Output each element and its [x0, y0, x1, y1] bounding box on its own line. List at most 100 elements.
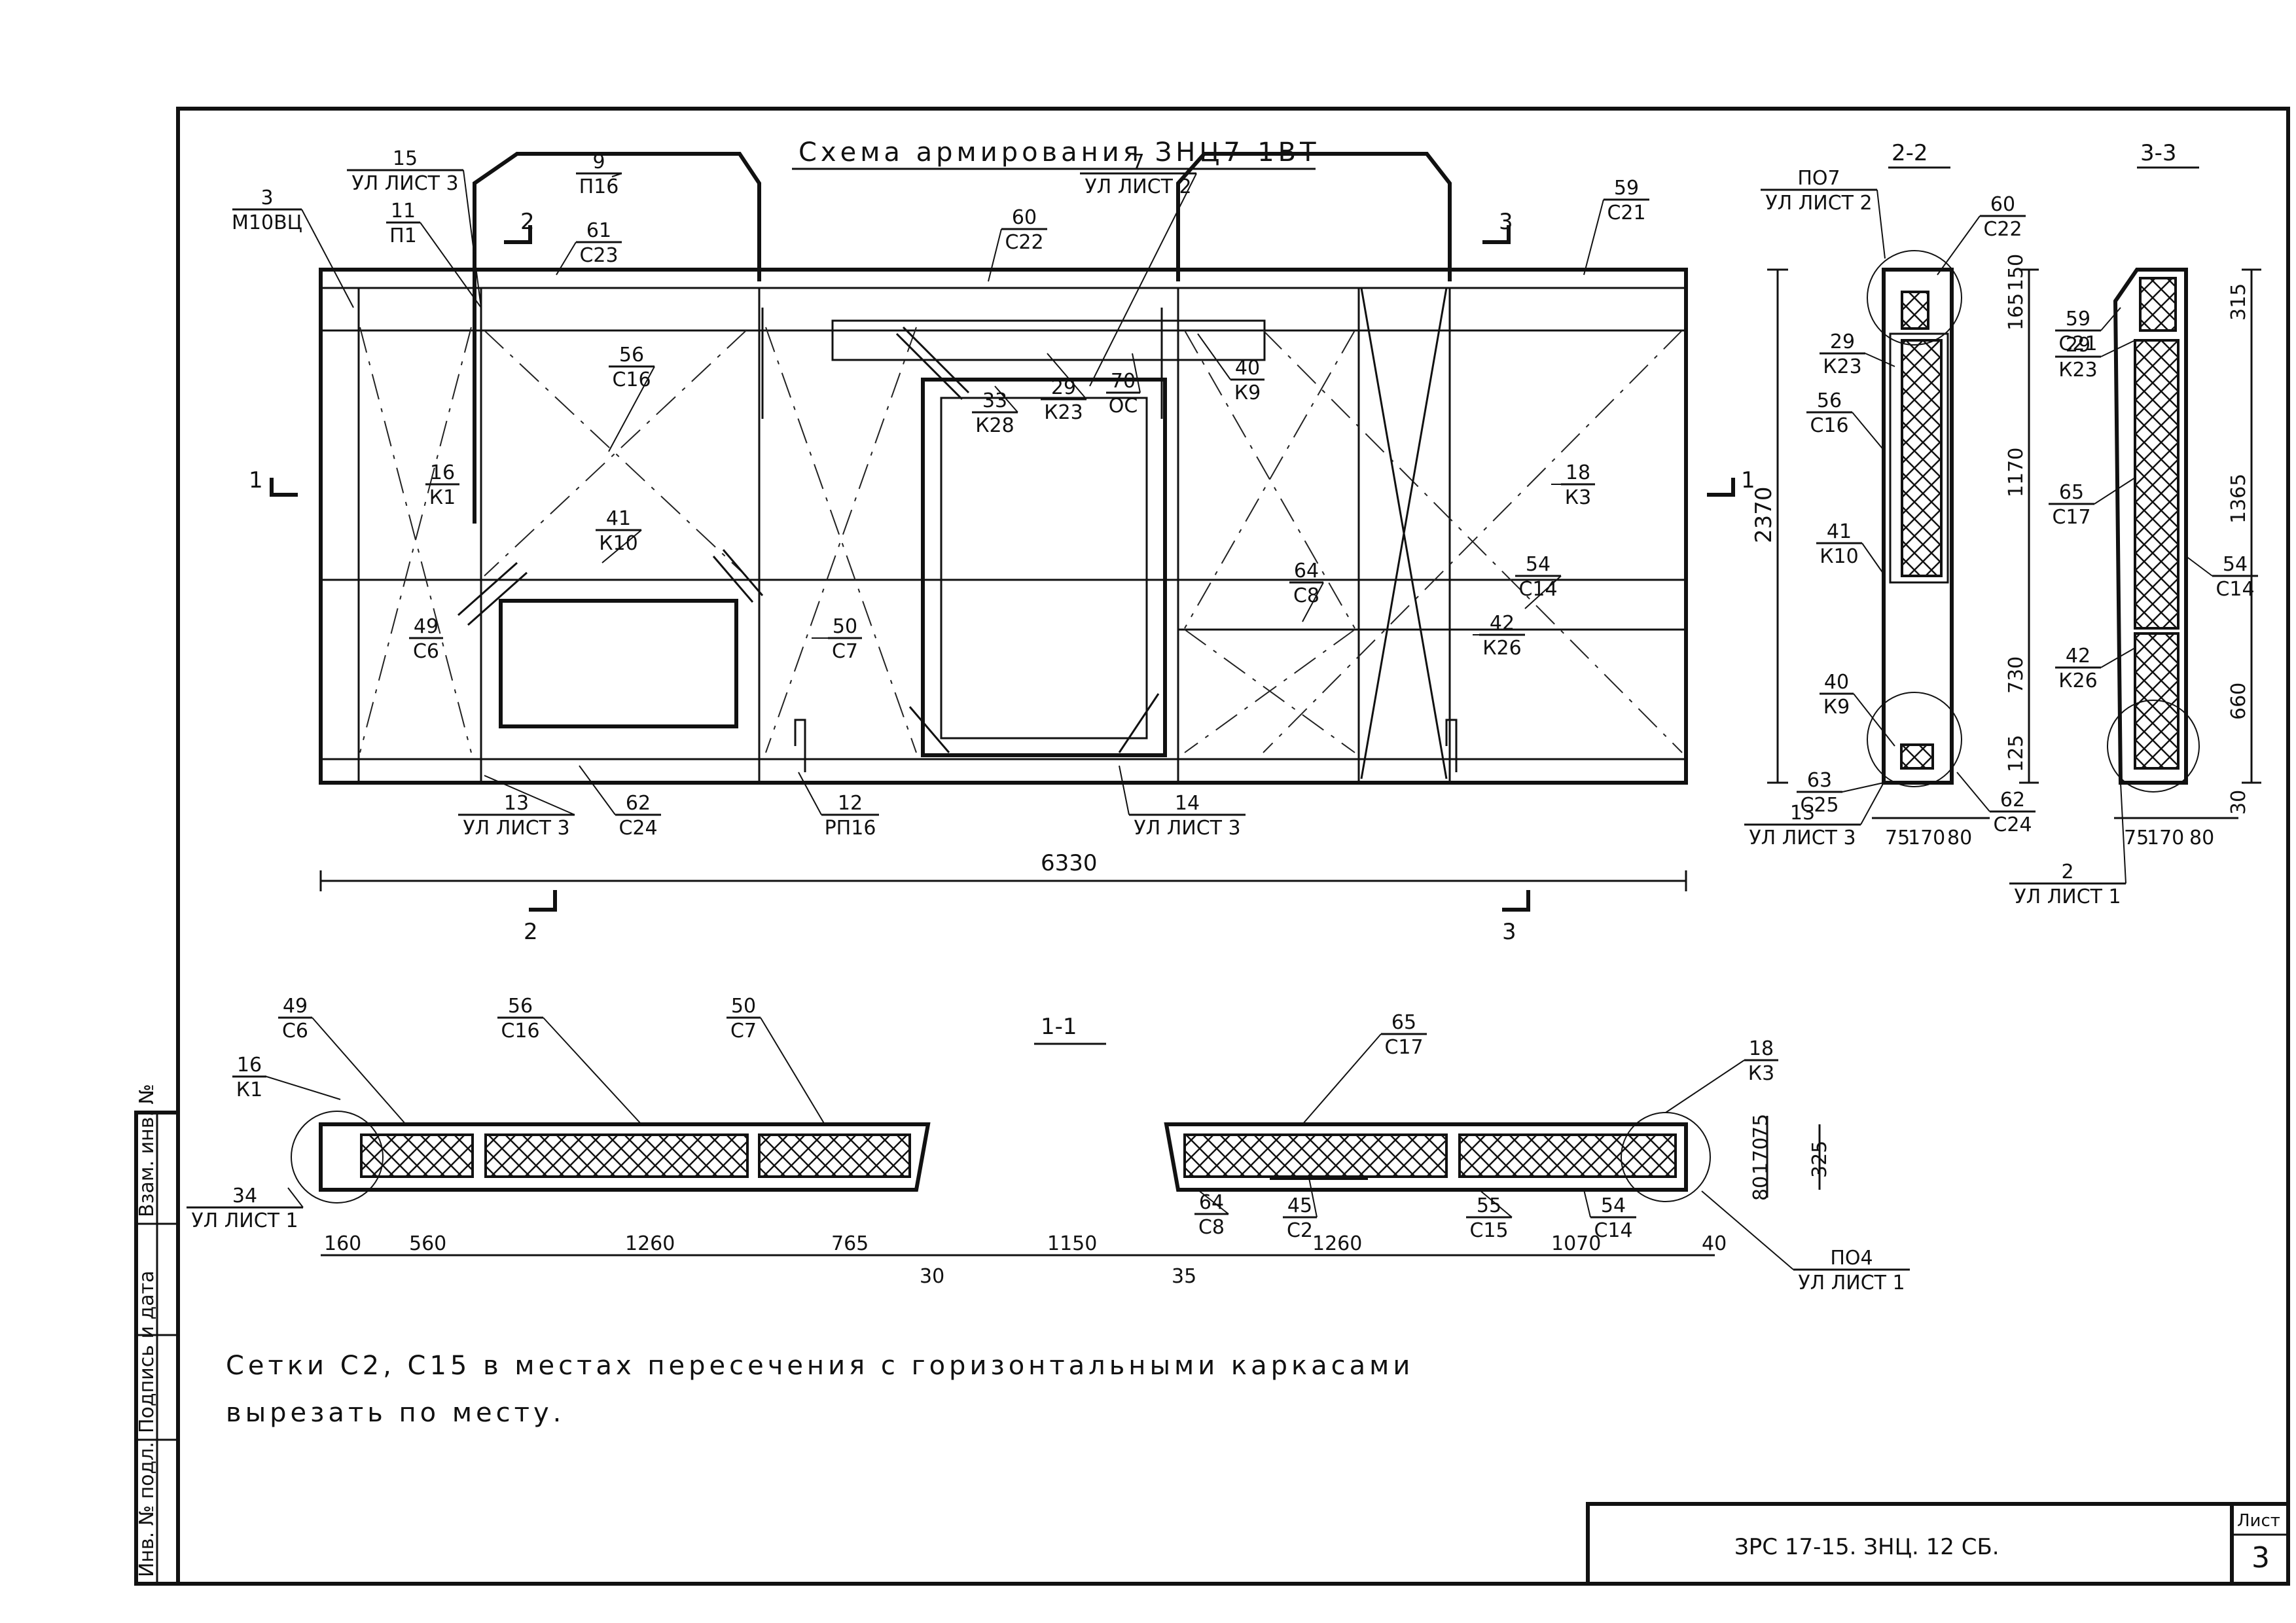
- section-1-1-dim-9: 40: [1702, 1232, 1727, 1255]
- section-1-1-callout-num: ПО4: [1830, 1247, 1873, 1270]
- elevation-callout-ref: УЛ ЛИСТ 3: [351, 172, 458, 195]
- note-line-1: Сетки С2, С15 в местах пересечения с гор…: [226, 1351, 1414, 1381]
- elevation-callout-num: 50: [833, 615, 857, 638]
- elevation-callout-num: 54: [1526, 553, 1551, 576]
- overall-height-dim: 2370: [1751, 486, 1777, 543]
- section-1-1-dim-5: 1150: [1047, 1232, 1097, 1255]
- elevation-callout-ref: С22: [1005, 231, 1043, 254]
- elevation-callout-num: 29: [1051, 376, 1076, 399]
- section-2-2-title: 2-2: [1892, 140, 1928, 166]
- document-code: ЗРС 17-15. ЗНЦ. 12 СБ.: [1734, 1534, 2000, 1560]
- elevation-callout-ref: К28: [975, 414, 1014, 437]
- sheet-number: 3: [2251, 1541, 2270, 1575]
- section-1-1-dim-10: 325: [1808, 1141, 1831, 1178]
- section-1-1-callout-ref: С7: [730, 1020, 757, 1043]
- elevation-callout-5: 7УЛ ЛИСТ 2: [1080, 151, 1197, 387]
- elevation-callout-num: 16: [430, 461, 455, 484]
- section-3-3-title: 3-3: [2140, 140, 2177, 166]
- section-1-1-callout-ref: УЛ ЛИСТ 1: [191, 1209, 298, 1232]
- elevation-callout-ref: С6: [413, 640, 439, 663]
- elevation-callout-ref: К26: [1482, 637, 1521, 660]
- title-block: ЗРС 17-15. ЗНЦ. 12 СБ. Лист 3: [1586, 1502, 2288, 1584]
- section-1-1-callout-num: 18: [1749, 1037, 1774, 1060]
- elevation-callout-ref: С23: [579, 244, 618, 267]
- elevation-callout-num: 49: [414, 615, 439, 638]
- section-2-2: 2-2: [1867, 140, 2039, 819]
- section-3-3-callout-num: 2: [2061, 861, 2073, 883]
- section-2-2-callout-num: 40: [1824, 671, 1849, 694]
- section-2-2-callout-ref: УЛ ЛИСТ 2: [1765, 192, 1872, 215]
- elevation-callout-num: 59: [1614, 177, 1639, 200]
- section-1-1-dim-7: 1260: [1312, 1232, 1362, 1255]
- section-1-1-callout-ref: С6: [282, 1020, 308, 1043]
- section-1-1-callout-num: 45: [1287, 1194, 1312, 1217]
- section-1-1-dim-1: 560: [409, 1232, 446, 1255]
- section-1-1-callout-ref: С14: [1594, 1219, 1632, 1242]
- stamp-label-replace: Взам. инв. №: [135, 1084, 158, 1217]
- door-opening: [921, 378, 1167, 757]
- section-1-1-callout-ref: С16: [501, 1020, 539, 1043]
- elevation-callout-ref: С24: [619, 817, 657, 840]
- elevation-callout-ref: УЛ ЛИСТ 3: [463, 817, 569, 840]
- section-marker-3-top: 3: [1482, 209, 1513, 244]
- section-3-3-callout-num: 54: [2223, 553, 2248, 576]
- section-1-1-dim-3: 765: [831, 1232, 869, 1255]
- section-1-1-callout-num: 56: [508, 995, 533, 1018]
- elevation-callout-num: 11: [391, 200, 416, 223]
- svg-text:1: 1: [249, 467, 263, 493]
- section-3-3-callout-ref: К23: [2058, 359, 2097, 382]
- elevation-callout-num: 3: [260, 187, 273, 209]
- elevation-callout-ref: С16: [612, 368, 651, 391]
- section-1-1-dim-11: 75: [1749, 1114, 1772, 1139]
- section-1-1-callout-ref: К1: [236, 1079, 262, 1101]
- section-3-3: 3-3: [2107, 140, 2261, 819]
- section-1-1: 1-1: [291, 1014, 1821, 1257]
- elevation-callout-num: 62: [626, 792, 651, 815]
- section-2-2-callout-ref: К10: [1820, 545, 1858, 568]
- svg-text:3: 3: [1499, 209, 1513, 235]
- elevation-callout-num: 42: [1490, 612, 1515, 635]
- section-3-3-dim-5: 170: [2147, 827, 2184, 849]
- section-2-2-callout-ref: С16: [1810, 414, 1848, 437]
- elevation-callout-num: 15: [393, 147, 418, 170]
- section-1-1-dim-13: 80: [1749, 1176, 1772, 1201]
- section-2-2-dim-0: 165: [2005, 293, 2028, 330]
- elevation-callout-ref: П1: [389, 224, 417, 247]
- section-2-2-callout-num: 60: [1990, 193, 2015, 216]
- elevation-callout-num: 40: [1235, 357, 1260, 380]
- section-marker-2-bottom: 2: [524, 890, 557, 945]
- section-2-2-callout-ref: С24: [1993, 813, 2032, 836]
- stamp-label-inv: Инв. № подл.: [135, 1442, 158, 1577]
- section-3-3-callout-ref: С17: [2052, 506, 2090, 529]
- section-3-3-dim-2: 660: [2227, 683, 2250, 720]
- section-3-3-callout-num: 65: [2059, 481, 2084, 504]
- section-3-3-callout-num: 29: [2066, 334, 2090, 357]
- section-2-2-callout-ref: К23: [1823, 355, 1861, 378]
- section-3-3-callout-ref: С14: [2215, 578, 2254, 601]
- elevation-callout-num: 14: [1175, 792, 1200, 815]
- svg-text:1: 1: [1741, 467, 1755, 493]
- section-2-2-callout-ref: С25: [1800, 794, 1839, 817]
- section-1-1-callout-ref: С17: [1384, 1036, 1423, 1059]
- section-1-1-callout-num: 49: [283, 995, 308, 1018]
